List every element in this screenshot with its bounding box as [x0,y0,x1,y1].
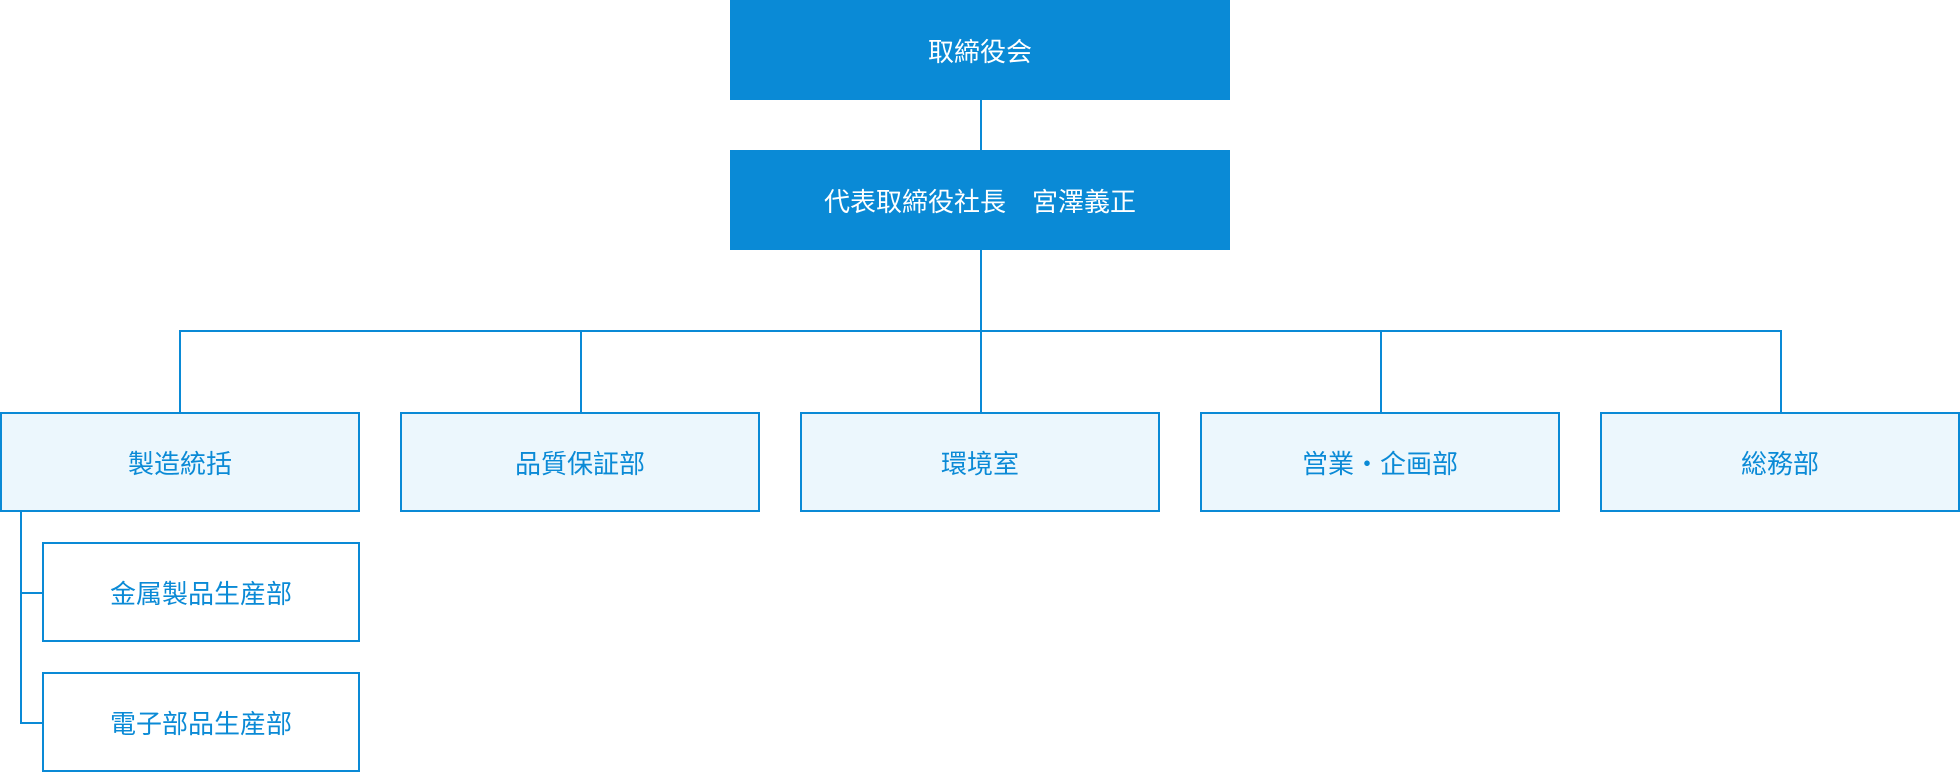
connector-dept-4 [1380,330,1382,413]
board-box: 取締役会 [730,0,1230,100]
connector-subunit-2 [20,722,44,724]
subunit-label: 電子部品生産部 [109,709,292,740]
connector-dept-1 [179,330,181,413]
department-label: 総務部 [1740,449,1819,480]
department-label: 製造統括 [127,449,232,480]
connector-president-horizontal [980,250,982,332]
department-sales-planning: 営業・企画部 [1200,412,1560,512]
subunit-electronic-components: 電子部品生産部 [42,672,360,772]
connector-dept-3 [980,330,982,413]
department-environment: 環境室 [800,412,1160,512]
department-manufacturing: 製造統括 [0,412,360,512]
connector-manufacturing-vertical [20,510,22,724]
connector-board-president [980,100,982,150]
subunit-label: 金属製品生産部 [109,579,292,610]
department-quality-assurance: 品質保証部 [400,412,760,512]
department-label: 品質保証部 [514,449,645,480]
president-box: 代表取締役社長 宮澤義正 [730,150,1230,250]
connector-subunit-1 [20,592,44,594]
president-label: 代表取締役社長 宮澤義正 [823,187,1136,218]
connector-dept-2 [580,330,582,413]
department-label: 営業・企画部 [1301,449,1458,480]
department-label: 環境室 [940,449,1019,480]
connector-dept-5 [1780,330,1782,413]
board-label: 取締役会 [927,37,1032,68]
subunit-metal-products: 金属製品生産部 [42,542,360,642]
department-general-affairs: 総務部 [1600,412,1960,512]
